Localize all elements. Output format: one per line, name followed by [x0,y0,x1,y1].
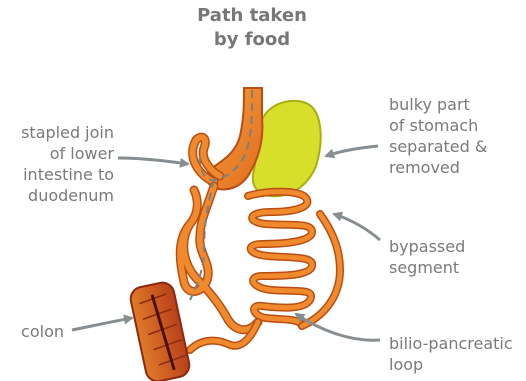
arrow-colon [72,318,132,330]
arrow-bulky-part [326,146,378,156]
arrow-bypassed [334,214,380,240]
colon-segment [129,280,192,381]
bilio-pancreatic-loop [190,214,340,350]
bypassed-segment-fill [248,192,312,326]
arrow-stapled-join [118,158,188,164]
bilio-pancreatic-loop-fill [190,214,340,350]
alimentary-limb-fill [180,186,258,330]
